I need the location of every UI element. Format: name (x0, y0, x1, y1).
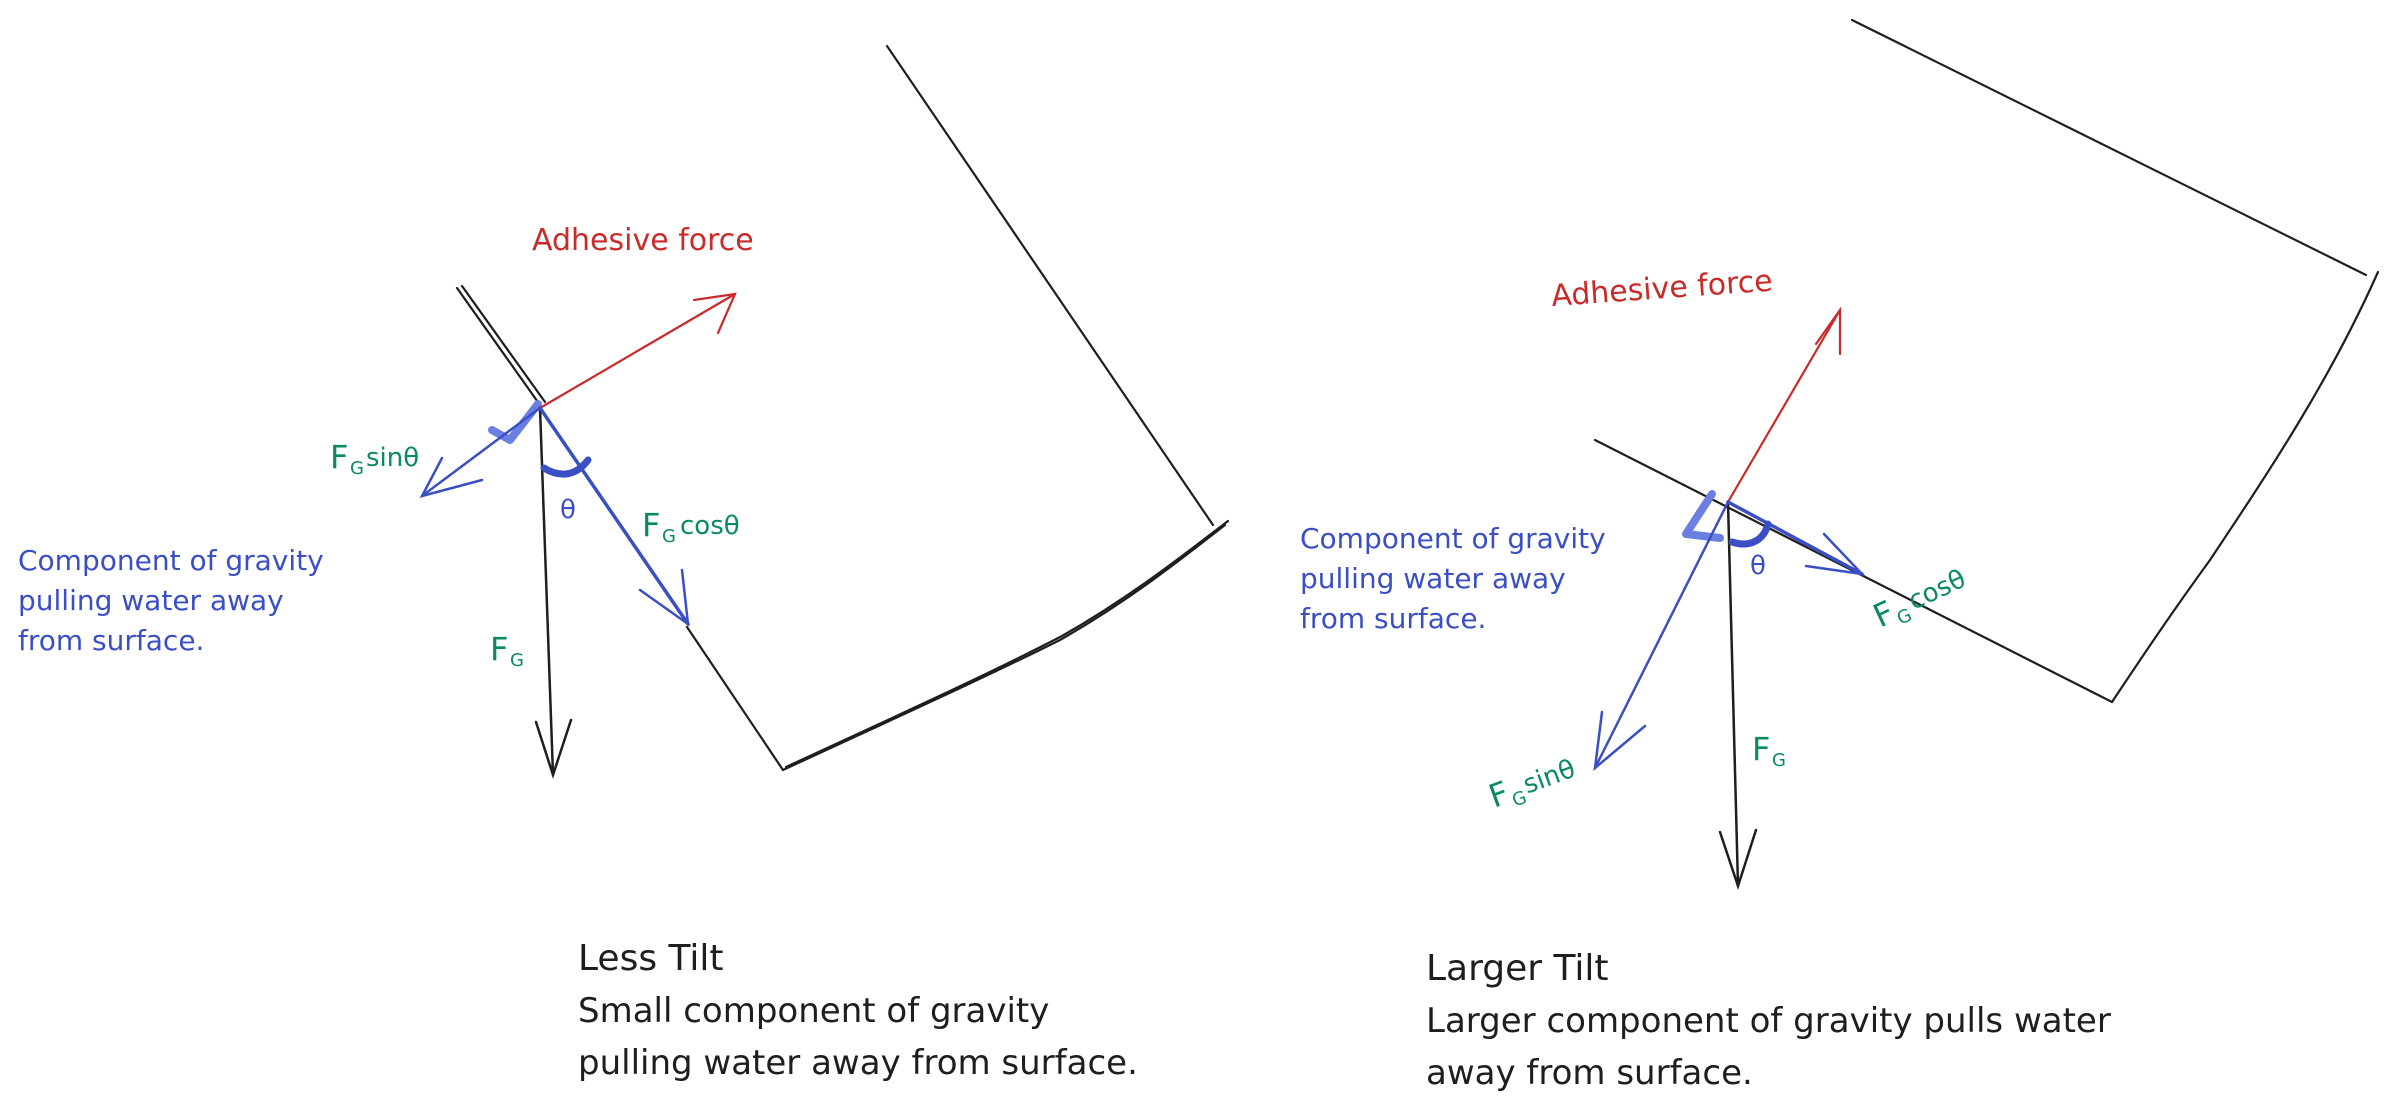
left-cup-outline (455, 44, 1230, 772)
svg-text:Component of gravity: Component of gravity (1300, 522, 1606, 555)
svg-text:G: G (662, 526, 676, 547)
svg-text:cosθ: cosθ (680, 511, 740, 541)
svg-text:Component of gravity: Component of gravity (18, 544, 324, 577)
right-theta-arc (1728, 520, 1772, 548)
left-theta-arc (540, 456, 592, 478)
svg-text:G: G (510, 650, 524, 671)
svg-text:G: G (1509, 787, 1529, 812)
svg-text:Larger Tilt: Larger Tilt (1426, 948, 1609, 989)
svg-text:Larger component of gravity pu: Larger component of gravity pulls water (1426, 1001, 2111, 1041)
svg-text:F: F (330, 438, 348, 476)
svg-text:F: F (642, 506, 660, 544)
left-panel: Adhesive force F G sinθ θ F G cosθ F G C… (18, 44, 1230, 1083)
left-cos-component-arrow (538, 406, 690, 627)
left-gravity-arrow (534, 406, 573, 780)
left-sin-component-arrow (419, 406, 542, 498)
left-fg-label: F G (490, 630, 524, 671)
svg-text:Small component of gravity: Small component of gravity (578, 991, 1049, 1031)
right-caption: Larger Tilt Larger component of gravity … (1426, 948, 2111, 1093)
right-fg-cos-label: F G cosθ (1867, 564, 1971, 635)
left-theta-label: θ (560, 495, 576, 525)
right-adhesive-label: Adhesive force (1550, 264, 1774, 314)
left-fg-sin-label: F G sinθ (330, 438, 419, 479)
svg-text:pulling water away: pulling water away (1300, 562, 1566, 595)
svg-text:F: F (490, 630, 508, 668)
svg-text:Less Tilt: Less Tilt (578, 938, 724, 979)
left-right-angle-marker (488, 400, 542, 444)
left-adhesive-label: Adhesive force (532, 223, 754, 258)
left-fg-cos-label: F G cosθ (642, 506, 740, 547)
right-sin-component-arrow (1593, 500, 1730, 772)
svg-text:pulling water away from surfac: pulling water away from surface. (578, 1043, 1138, 1083)
svg-text:G: G (1772, 750, 1786, 771)
svg-text:pulling water away: pulling water away (18, 584, 284, 617)
left-adhesive-arrow (538, 292, 737, 410)
right-fg-label: F G (1752, 730, 1786, 771)
svg-text:sinθ: sinθ (366, 443, 419, 473)
svg-text:F: F (1752, 730, 1770, 768)
right-adhesive-arrow (1726, 306, 1842, 504)
svg-text:away from surface.: away from surface. (1426, 1053, 1753, 1093)
left-component-note: Component of gravity pulling water away … (18, 544, 324, 657)
svg-text:G: G (350, 458, 364, 479)
right-fg-sin-label: F G sinθ (1484, 754, 1580, 816)
svg-text:from surface.: from surface. (1300, 602, 1486, 635)
right-component-note: Component of gravity pulling water away … (1300, 522, 1606, 635)
right-theta-label: θ (1750, 551, 1766, 581)
right-panel: Adhesive force θ F G cosθ F G sinθ F G C… (1300, 18, 2380, 1093)
right-cos-component-arrow (1726, 500, 1866, 576)
left-caption: Less Tilt Small component of gravity pul… (578, 938, 1138, 1083)
right-right-angle-marker (1682, 490, 1724, 542)
right-cup-outline (1593, 18, 2380, 704)
svg-text:cosθ: cosθ (1904, 564, 1971, 616)
svg-text:from surface.: from surface. (18, 624, 204, 657)
svg-text:sinθ: sinθ (1519, 754, 1579, 800)
right-gravity-arrow (1718, 500, 1758, 891)
